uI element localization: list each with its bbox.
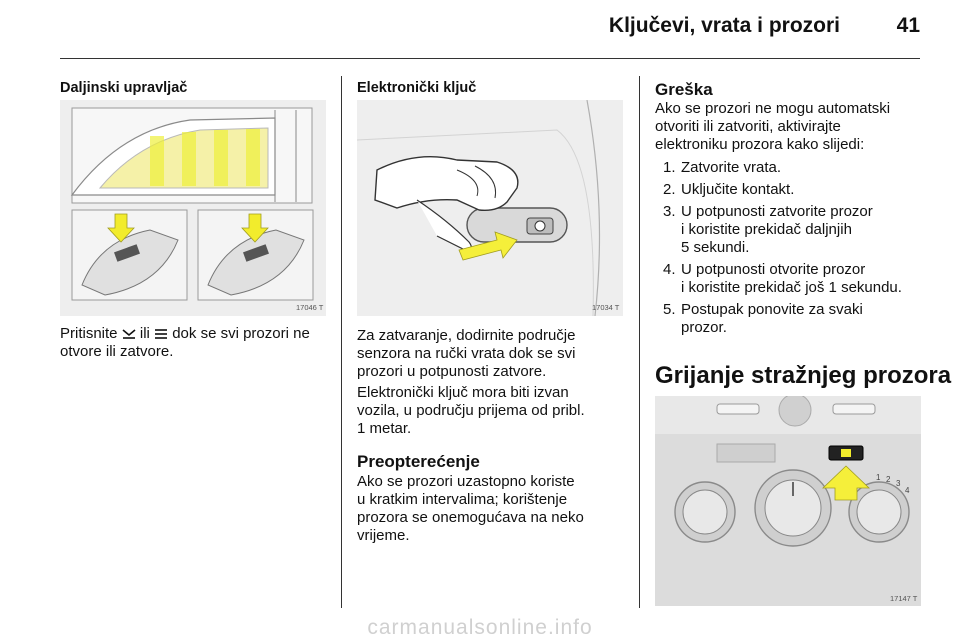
section-heading-electronic-key: Elektronički ključ xyxy=(357,80,477,96)
text-line: Ako se prozori uzastopno koriste xyxy=(357,473,575,490)
step-text: Uključite kontakt. xyxy=(681,181,795,198)
text-line2: otvore ili zatvore. xyxy=(60,343,174,360)
column-divider xyxy=(639,76,640,608)
list-item: 1. Zatvorite vrata. xyxy=(655,159,945,177)
text-line: u kratkim intervalima; korištenje xyxy=(357,491,568,508)
text-middle: ili xyxy=(139,325,150,342)
electronic-key-para-2: Elektronički ključ mora biti izvan vozil… xyxy=(357,384,632,438)
overload-text: Ako se prozori uzastopno koriste u kratk… xyxy=(357,473,632,545)
figure-code: 17046 T xyxy=(296,303,324,312)
dial-label: 1 xyxy=(876,473,881,482)
step-text: Postupak ponovite za svaki xyxy=(681,301,863,318)
text-line: 1 metar. xyxy=(357,420,412,437)
step-text: i koristite prekidač još 1 sekundu. xyxy=(681,279,902,296)
list-item: 5. Postupak ponovite za svaki prozor. xyxy=(655,301,945,337)
dial-label: 3 xyxy=(896,479,901,488)
step-text: 5 sekundi. xyxy=(681,239,750,256)
list-item: 4. U potpunosti otvorite prozor i korist… xyxy=(655,261,945,297)
page-number: 41 xyxy=(896,14,920,37)
text-line: vozila, u području prijema od pribl. xyxy=(357,402,585,419)
step-number: 1. xyxy=(663,159,676,176)
door-handle-illustration xyxy=(356,99,623,317)
remote-instruction-text: Pritisnite ili dok se svi prozori ne otv… xyxy=(60,325,332,361)
step-text: Zatvorite vrata. xyxy=(681,159,782,176)
text-line: Ako se prozori ne mogu automatski xyxy=(655,100,891,117)
header-rule xyxy=(60,58,920,59)
text-line: otvoriti ili zatvoriti, aktivirajte xyxy=(655,118,841,135)
step-number: 2. xyxy=(663,181,676,198)
list-item: 2. Uključite kontakt. xyxy=(655,181,945,199)
door-handle-figure xyxy=(356,99,623,317)
text-line: senzora na ručki vrata dok se svi xyxy=(357,345,576,362)
step-text: prozor. xyxy=(681,319,727,336)
subheading-error: Greška xyxy=(655,80,713,99)
figure-code: 17034 T xyxy=(592,303,620,312)
text-line: vrijeme. xyxy=(357,527,410,544)
step-number: 3. xyxy=(663,203,676,220)
climate-control-figure: 1 2 3 4 xyxy=(655,393,921,606)
text-line: Elektronički ključ mora biti izvan xyxy=(357,384,569,401)
watermark: carmanualsonline.info xyxy=(367,616,593,639)
column-divider xyxy=(341,76,342,608)
figure-code: 17147 T xyxy=(890,594,918,603)
page-header-title: Ključevi, vrata i prozori xyxy=(608,14,840,37)
steps-list: 1. Zatvorite vrata. 2. Uključite kontakt… xyxy=(655,159,945,341)
text-line: elektroniku prozora kako slijedi: xyxy=(655,136,865,153)
subheading-overload: Preopterećenje xyxy=(357,452,480,471)
error-intro-text: Ako se prozori ne mogu automatski otvori… xyxy=(655,100,930,154)
step-text: U potpunosti otvorite prozor xyxy=(681,261,866,278)
section-heading-remote: Daljinski upravljač xyxy=(60,80,188,96)
text-line: prozora se onemogućava na neko xyxy=(357,509,584,526)
remote-control-figure xyxy=(60,100,326,316)
dial-label: 4 xyxy=(905,486,910,495)
step-text: i koristite prekidač daljnjih xyxy=(681,221,852,238)
list-item: 3. U potpunosti zatvorite prozor i koris… xyxy=(655,203,945,257)
window-close-icon xyxy=(122,329,136,339)
text-line: prozori u potpunosti zatvore. xyxy=(357,363,547,380)
climate-panel-illustration xyxy=(655,393,921,606)
window-open-icon xyxy=(155,329,168,339)
heading-rear-window-heating: Grijanje stražnjeg prozora xyxy=(655,362,952,389)
text-line: Za zatvaranje, dodirnite područje xyxy=(357,327,576,344)
text-before: Pritisnite xyxy=(60,325,118,342)
step-number: 4. xyxy=(663,261,676,278)
step-number: 5. xyxy=(663,301,676,318)
electronic-key-para-1: Za zatvaranje, dodirnite područje senzor… xyxy=(357,327,632,381)
text-after: dok se svi prozori ne xyxy=(172,325,310,342)
remote-window-illustration xyxy=(60,100,326,316)
step-text: U potpunosti zatvorite prozor xyxy=(681,203,873,220)
dial-label: 2 xyxy=(886,475,891,484)
